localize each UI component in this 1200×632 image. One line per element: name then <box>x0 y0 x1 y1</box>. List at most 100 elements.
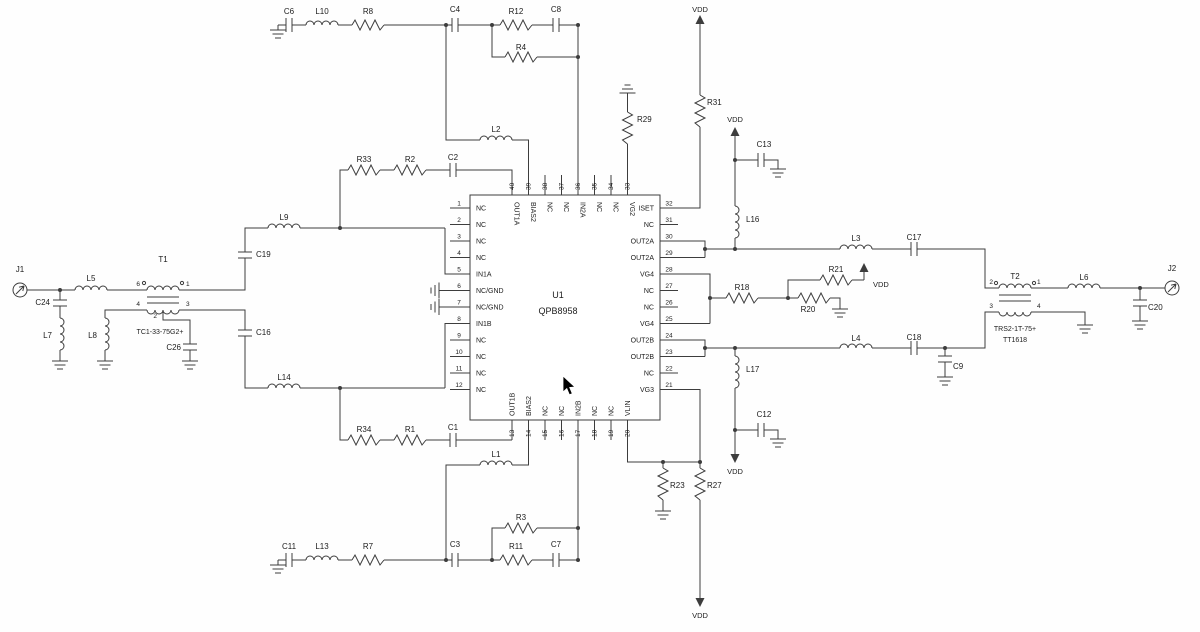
pin-5-number: 5 <box>457 267 461 274</box>
capacitor-c2 <box>449 162 457 178</box>
pin-29-number: 29 <box>665 250 673 257</box>
label-r3: R3 <box>516 513 527 522</box>
pin-25-number: 25 <box>665 316 673 323</box>
t1-pin3: 3 <box>186 301 190 308</box>
transformer-t2[interactable] <box>993 280 1037 317</box>
capacitor-c12 <box>757 422 765 438</box>
label-c9: C9 <box>953 362 964 371</box>
label-c6: C6 <box>284 7 295 16</box>
vdd-label-bottom: VDD <box>692 611 708 620</box>
resistor-r21 <box>819 274 853 286</box>
label-c26: C26 <box>166 343 181 352</box>
capacitor-c16 <box>237 329 253 337</box>
ground-icon <box>269 559 287 574</box>
pin-30-number: 30 <box>665 234 673 241</box>
pin-31-label: NC <box>644 222 654 229</box>
resistor-r23 <box>657 467 669 501</box>
pin-28-label: VG4 <box>640 272 654 279</box>
resistor-r34 <box>347 434 381 446</box>
inductor-l6 <box>1067 283 1101 289</box>
pin-3-number: 3 <box>457 234 461 241</box>
pin-39-number: 39 <box>526 182 533 190</box>
net-outputs <box>678 240 1165 372</box>
label-c12: C12 <box>757 410 772 419</box>
ground-icon <box>51 355 69 370</box>
inductor-l7 <box>59 317 65 351</box>
pin-6-number: 6 <box>457 283 461 290</box>
label-c19: C19 <box>256 250 271 259</box>
inductor-l5 <box>74 285 108 291</box>
label-r4: R4 <box>516 43 527 52</box>
t1-pin1: 1 <box>186 281 190 288</box>
pin-26-number: 26 <box>665 300 673 307</box>
pin-18-label: NC <box>592 406 599 416</box>
net-bias-feeds <box>734 144 779 446</box>
pin-11-label: NC <box>476 371 486 378</box>
label-r34: R34 <box>357 425 372 434</box>
pin-6-label: NC/GND <box>476 288 504 295</box>
pin-27-number: 27 <box>665 283 673 290</box>
connector-j2[interactable] <box>1164 280 1180 296</box>
pin-34-label: NC <box>612 202 619 212</box>
pin-40-label: OUT1A <box>513 202 520 226</box>
label-c8: C8 <box>551 5 562 14</box>
transformer-t1[interactable] <box>141 280 185 315</box>
label-l17: L17 <box>746 365 760 374</box>
label-l13: L13 <box>315 542 329 551</box>
label-r33: R33 <box>357 155 372 164</box>
capacitor-c1 <box>449 432 457 448</box>
label-t2: T2 <box>1010 272 1020 281</box>
mouse-cursor-icon <box>562 375 576 396</box>
pin-28-number: 28 <box>665 267 673 274</box>
pin-38-label: NC <box>546 202 553 212</box>
label-l9: L9 <box>280 213 289 222</box>
pin-21-number: 21 <box>665 382 673 389</box>
label-r12: R12 <box>509 7 524 16</box>
capacitor-c20 <box>1132 299 1148 307</box>
label-r18: R18 <box>735 283 750 292</box>
ground-icon <box>769 433 787 448</box>
label-l10: L10 <box>315 7 329 16</box>
t2-pin1: 1 <box>1037 279 1041 286</box>
pin-19-label: NC <box>609 406 616 416</box>
label-r20: R20 <box>801 305 816 314</box>
label-r31: R31 <box>707 98 722 107</box>
label-l7: L7 <box>43 331 52 340</box>
capacitor-c18 <box>910 340 918 356</box>
label-t1: T1 <box>158 255 168 264</box>
connector-j1[interactable] <box>12 282 28 298</box>
net-gates-iset <box>627 32 864 590</box>
pin-3-label: NC <box>476 239 486 246</box>
pin-23-number: 23 <box>665 349 673 356</box>
resistor-r18 <box>725 292 759 304</box>
pin-37-label: NC <box>562 202 569 212</box>
label-l8: L8 <box>88 331 97 340</box>
wires <box>27 24 1165 590</box>
pin-36-label: IN2A <box>579 202 586 218</box>
pin-37-number: 37 <box>559 182 566 190</box>
pin-19-number: 19 <box>608 429 615 437</box>
pin-21-label: VG3 <box>640 387 654 394</box>
pin-36-number: 36 <box>575 182 582 190</box>
pin-7-label: NC/GND <box>476 305 504 312</box>
t2-pin4: 4 <box>1037 303 1041 310</box>
pin-22-label: NC <box>644 371 654 378</box>
capacitor-c6 <box>285 17 293 33</box>
ground-icon <box>269 24 287 39</box>
label-c2: C2 <box>448 153 459 162</box>
ground-icon <box>654 505 672 520</box>
pin-35-label: NC <box>595 202 602 212</box>
pin-34-number: 34 <box>608 182 615 190</box>
inductor-l16 <box>734 205 740 239</box>
pin-13-label: OUT1B <box>510 392 517 416</box>
label-c1: C1 <box>448 423 459 432</box>
label-c17: C17 <box>907 233 922 242</box>
pin-35-number: 35 <box>592 182 599 190</box>
label-c3: C3 <box>450 540 461 549</box>
ground-icon <box>936 371 954 386</box>
resistor-r33 <box>347 164 381 176</box>
pin-18-number: 18 <box>592 429 599 437</box>
pin-8-label: IN1B <box>476 321 492 328</box>
t2-pin3: 3 <box>989 303 993 310</box>
